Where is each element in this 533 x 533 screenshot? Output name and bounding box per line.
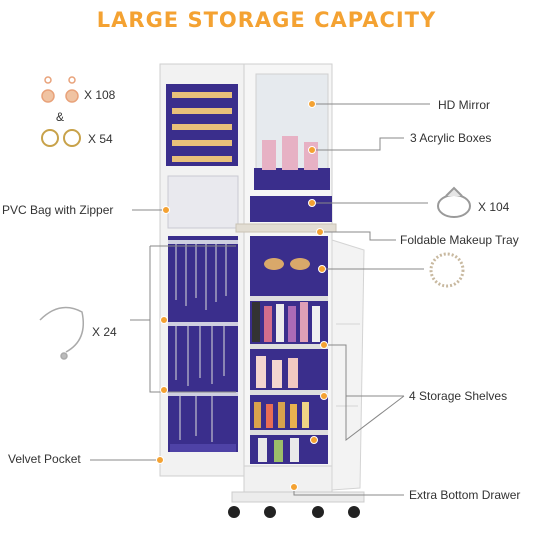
dangle-earring-icon <box>41 76 79 103</box>
necklace-marker-2 <box>160 386 168 394</box>
inner-cabinet <box>250 236 328 464</box>
velvet-pocket-marker <box>156 456 164 464</box>
rings-qty: X 104 <box>478 200 510 214</box>
earring-rows <box>172 92 232 162</box>
bottom-drawer-label: Extra Bottom Drawer <box>409 488 521 502</box>
ampersand: & <box>56 110 65 124</box>
storage-shelves <box>250 296 328 435</box>
chain-bracelet-icon <box>39 306 84 360</box>
earrings-dangle-qty: X 108 <box>84 88 116 102</box>
bottom-drawer <box>243 465 333 493</box>
hoop-earring-icon <box>41 129 81 147</box>
makeup-tray-marker <box>316 228 324 236</box>
shelf-marker-2 <box>320 392 328 400</box>
acrylic-boxes-label: 3 Acrylic Boxes <box>410 131 492 145</box>
ring-velvet-tray <box>250 196 332 222</box>
storage-shelves-label: 4 Storage Shelves <box>409 389 508 403</box>
shelf-marker-3 <box>310 436 318 444</box>
pvc-bag-area <box>167 175 239 229</box>
pvc-bag-label: PVC Bag with Zipper <box>2 203 114 217</box>
necklace-marker <box>160 316 168 324</box>
necklace-strands <box>175 244 227 442</box>
casters <box>228 506 360 518</box>
hook-bars <box>168 240 238 396</box>
earrings-hoop-qty: X 54 <box>88 132 113 146</box>
base <box>231 491 365 503</box>
drawer-marker <box>290 483 298 491</box>
hd-mirror-label: HD Mirror <box>438 98 490 112</box>
hd-mirror-marker <box>308 100 316 108</box>
page-title: LARGE STORAGE CAPACITY <box>96 8 437 32</box>
bottles <box>252 302 320 462</box>
pearl-bracelet-icon <box>429 252 465 288</box>
makeup-tray-label: Foldable Makeup Tray <box>400 233 519 247</box>
pvc-bag-marker <box>162 206 170 214</box>
velvet-pocket-strip <box>170 444 236 452</box>
acrylic-box-shelf <box>254 168 330 190</box>
bangles <box>264 258 310 270</box>
bangle-marker <box>318 265 326 273</box>
rings-marker <box>308 199 316 207</box>
ring-icon <box>437 186 471 218</box>
acrylic-boxes-marker <box>308 146 316 154</box>
bracelets-qty: X 24 <box>92 325 117 339</box>
foldable-makeup-tray <box>235 223 337 233</box>
necklace-velvet-panel <box>168 236 238 452</box>
back-stand <box>331 239 365 491</box>
velvet-pocket-label: Velvet Pocket <box>8 452 81 466</box>
shelf-marker <box>320 341 328 349</box>
